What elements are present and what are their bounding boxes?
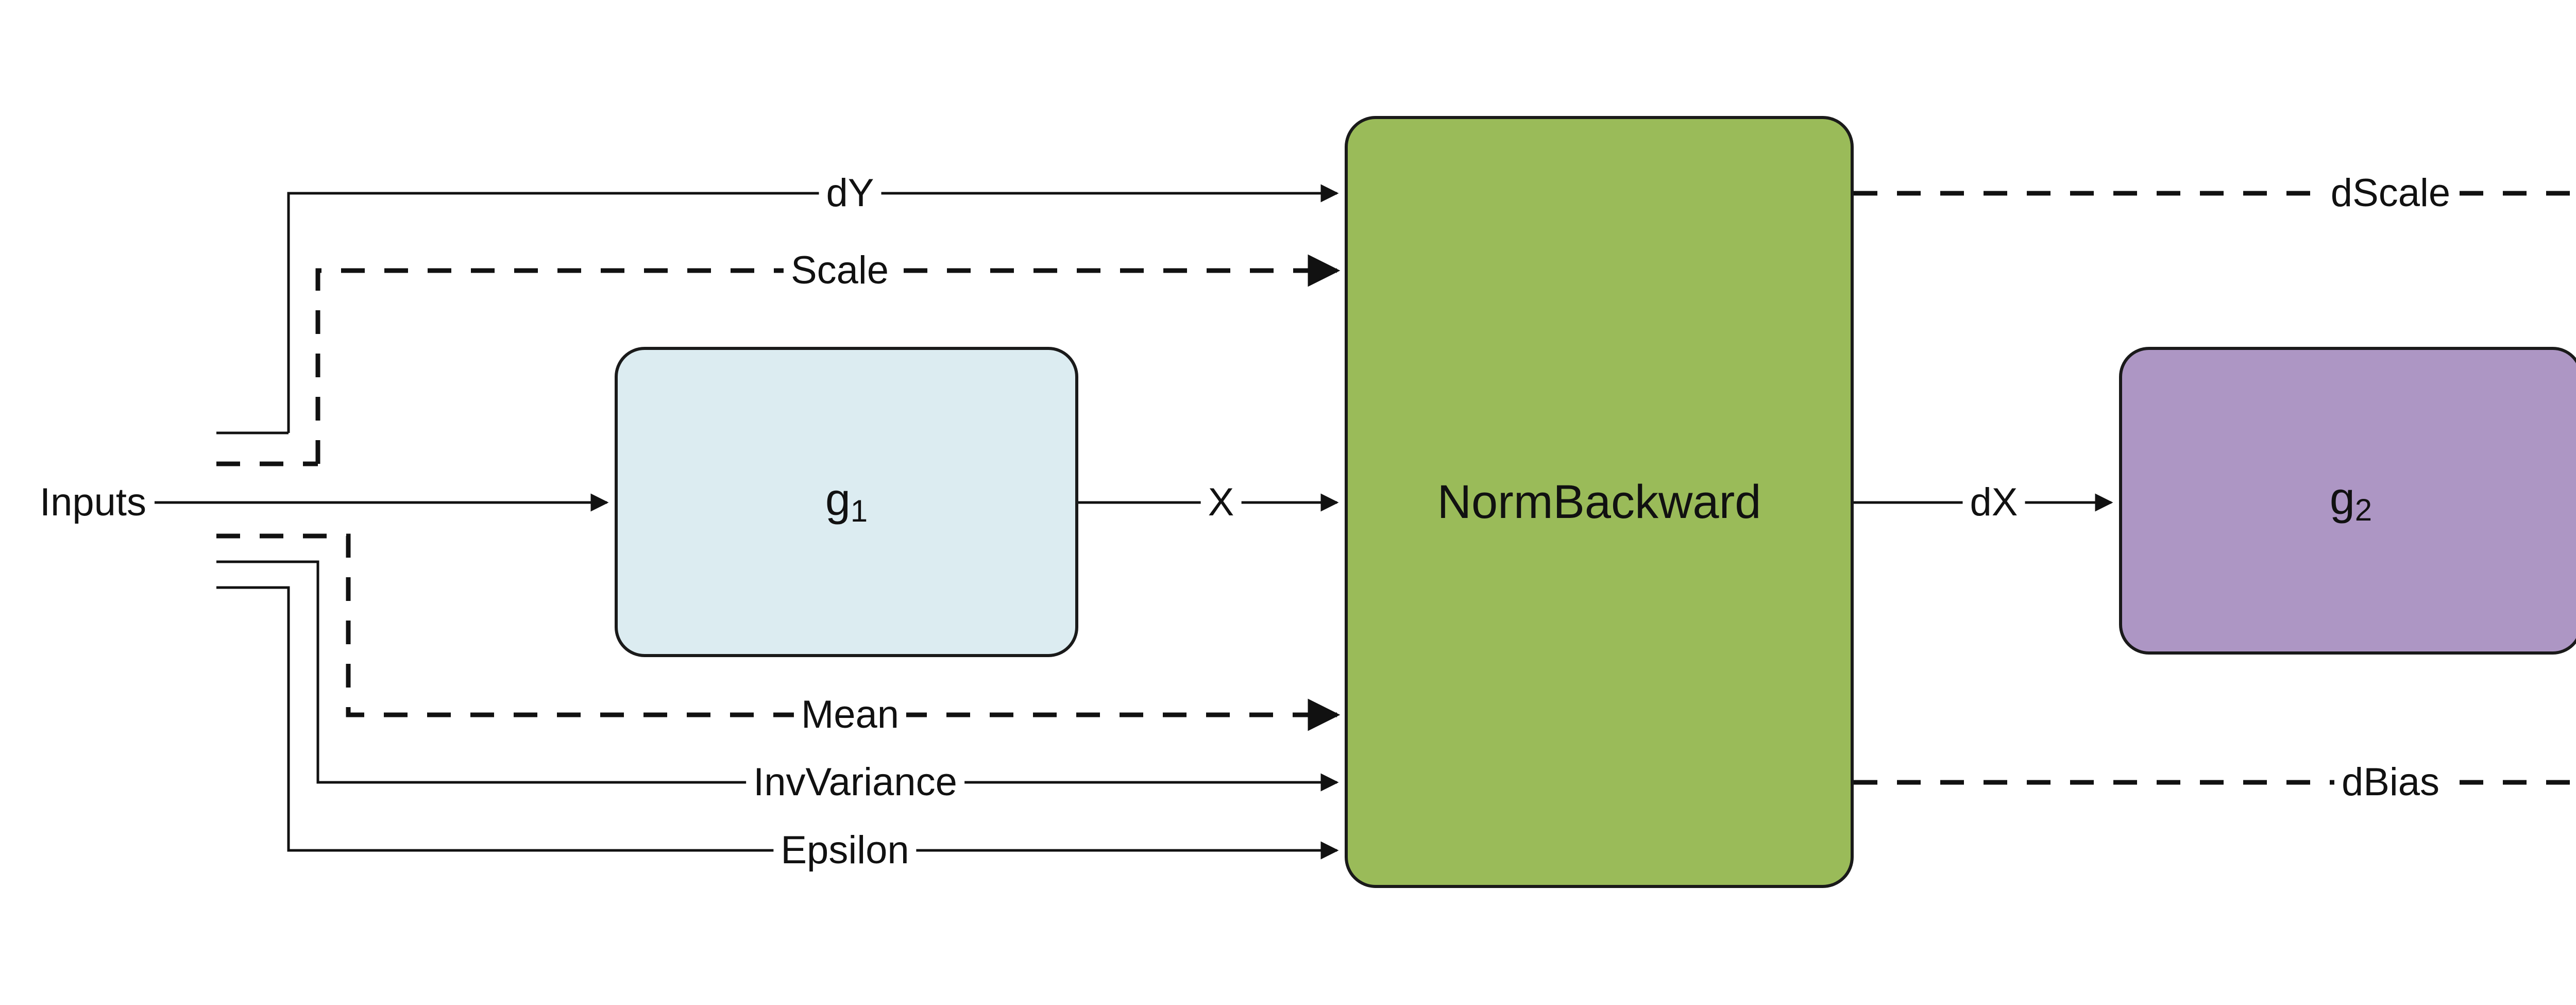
node-normbackward-label: NormBackward — [1437, 476, 1761, 528]
edge-dy — [287, 184, 1339, 433]
edge-label-invvariance: InvVariance — [746, 762, 964, 803]
edge-label-dbias: dBias — [2334, 762, 2447, 803]
node-g1-label: g1 — [825, 474, 868, 529]
node-g1[interactable]: g1 — [615, 347, 1078, 657]
edge-label-dy: dY — [819, 173, 882, 214]
edge-label-epsilon: Epsilon — [773, 830, 917, 871]
node-g2[interactable]: g2 — [2119, 347, 2576, 655]
edge-scale — [315, 254, 1341, 464]
edge-mean — [216, 533, 1341, 731]
edge-label-dx: dX — [1962, 482, 2025, 523]
node-g2-label: g2 — [2329, 472, 2372, 528]
inputs-label: Inputs — [40, 480, 147, 524]
edge-label-x: X — [1200, 482, 1242, 523]
edge-label-dscale: dScale — [2323, 173, 2458, 214]
node-normbackward[interactable]: NormBackward — [1345, 116, 1854, 888]
edge-label-scale: Scale — [783, 250, 896, 291]
edge-label-mean: Mean — [793, 694, 907, 735]
